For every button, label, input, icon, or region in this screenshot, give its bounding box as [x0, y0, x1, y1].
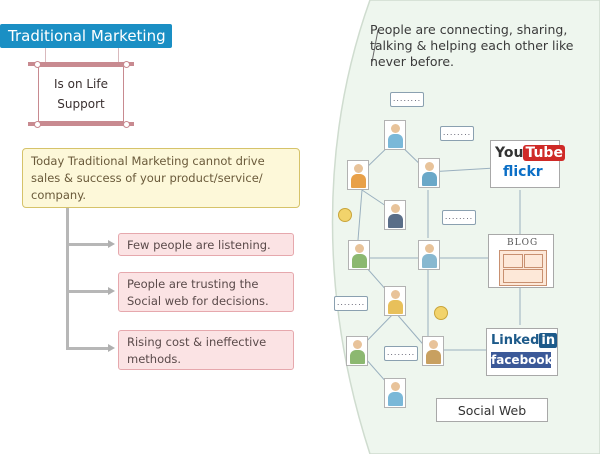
life-support-line1: Is on Life [54, 77, 108, 91]
person-icon [418, 240, 440, 270]
point-1-line1: Few people are listening. [127, 238, 271, 252]
point-box-1: Few people are listening. [118, 233, 294, 256]
quote-line2: talking & helping each other like [370, 38, 574, 53]
point-3-line2: methods. [127, 352, 182, 366]
speech-bubble-icon: ........ [334, 296, 368, 311]
frame-top-bar [28, 62, 134, 66]
speech-bubble-icon: ........ [384, 346, 418, 361]
pin-icon [34, 121, 41, 128]
youtube-you-text: You [495, 145, 524, 161]
pin-icon [123, 61, 130, 68]
quote-line3: never before. [370, 54, 455, 69]
person-icon [384, 286, 406, 316]
point-box-3: Rising cost & ineffective methods. [118, 330, 294, 370]
person-icon [348, 240, 370, 270]
person-icon [418, 158, 440, 188]
linkedin-in-text: in [539, 333, 558, 348]
point-3-line1: Rising cost & ineffective [127, 335, 267, 349]
youtube-tube-text: Tube [523, 145, 565, 161]
main-text-line3: company. [31, 188, 87, 202]
point-2-line2: Social web for decisions. [127, 294, 269, 308]
person-icon [347, 160, 369, 190]
tree-branch [66, 290, 110, 293]
person-icon [384, 200, 406, 230]
blog-label: BLOG [507, 238, 539, 248]
lightbulb-icon [434, 306, 448, 320]
person-icon [384, 120, 406, 150]
tree-trunk [66, 208, 69, 350]
pin-icon [123, 121, 130, 128]
speech-bubble-icon: ........ [442, 210, 476, 225]
life-support-sign: Is on Life Support [38, 66, 124, 122]
blog-page-icon [499, 250, 547, 286]
arrow-right-icon [108, 240, 115, 248]
quote-line1: People are connecting, sharing, [370, 22, 568, 37]
life-support-line2: Support [57, 97, 105, 111]
quote-pointer [371, 29, 379, 63]
point-2-line1: People are trusting the [127, 277, 259, 291]
facebook-logo: facebook [491, 352, 553, 368]
tree-branch [66, 243, 110, 246]
frame-bottom-bar [28, 122, 134, 126]
arrow-right-icon [108, 287, 115, 295]
hanger-line-left [45, 48, 46, 64]
speech-bubble-icon: ........ [390, 92, 424, 107]
main-statement-box: Today Traditional Marketing cannot drive… [22, 148, 300, 208]
main-text-line1: Today Traditional Marketing cannot drive [31, 154, 265, 168]
tree-branch [66, 347, 110, 350]
main-text-line2: sales & success of your product/service/ [31, 171, 263, 185]
quote-text: People are connecting, sharing, talking … [370, 22, 590, 70]
person-icon [346, 336, 368, 366]
social-web-label: Social Web [436, 398, 548, 422]
linkedin-linked-text: Linked [491, 333, 540, 348]
point-box-2: People are trusting the Social web for d… [118, 272, 294, 312]
lightbulb-icon [338, 208, 352, 222]
arrow-right-icon [108, 344, 115, 352]
flickr-logo: flickr [503, 164, 543, 180]
speech-bubble-icon: ........ [440, 126, 474, 141]
person-icon [384, 378, 406, 408]
title-banner: Traditional Marketing [0, 24, 172, 48]
person-icon [422, 336, 444, 366]
blog-box: BLOG [488, 234, 554, 288]
hanger-line-right [118, 48, 119, 64]
pin-icon [34, 61, 41, 68]
